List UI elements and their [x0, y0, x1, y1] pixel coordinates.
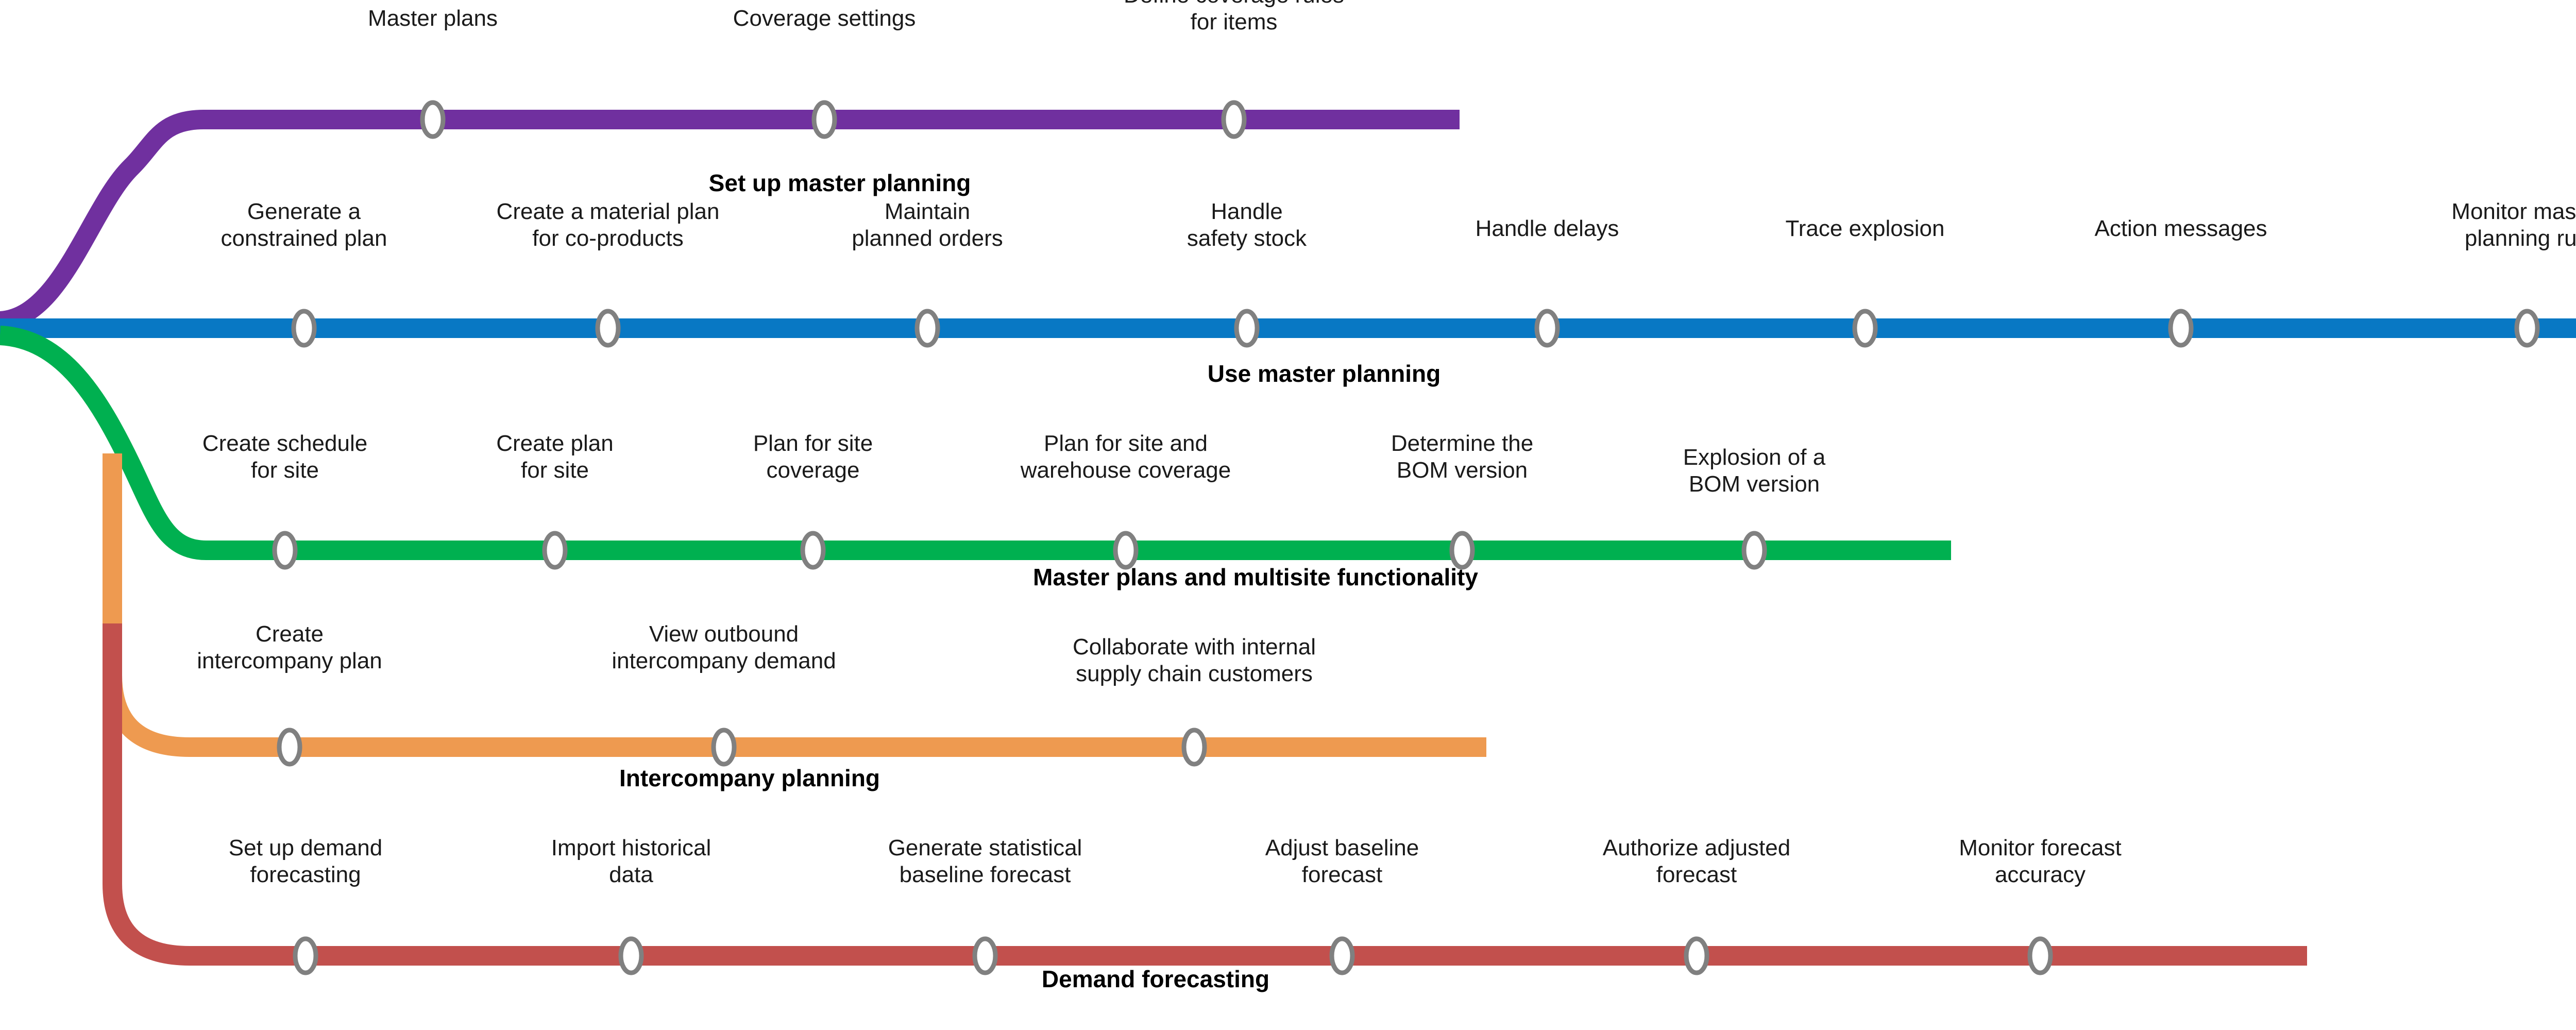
node-hotspot[interactable]: [1683, 937, 1710, 975]
node-hotspot[interactable]: [971, 937, 999, 975]
node-label[interactable]: Trace explosion: [1785, 216, 1945, 241]
node-hotspot[interactable]: [1328, 937, 1356, 975]
nodes-group: [272, 100, 2540, 975]
node-hotspot[interactable]: [2167, 309, 2195, 347]
node-hotspot[interactable]: [1851, 309, 1879, 347]
node-label[interactable]: Maintain planned orders: [852, 199, 1003, 251]
track-title-set-up-master-planning: Set up master planning: [708, 170, 971, 196]
node-marker[interactable]: [277, 728, 302, 767]
node-marker[interactable]: [2027, 936, 2053, 975]
node-marker[interactable]: [542, 531, 568, 570]
node-hotspot[interactable]: [799, 531, 827, 569]
node-hotspot[interactable]: [710, 728, 738, 766]
node-hotspot[interactable]: [271, 531, 299, 569]
track-title-intercompany-planning: Intercompany planning: [619, 765, 880, 791]
node-label[interactable]: Coverage settings: [733, 6, 916, 31]
node-label[interactable]: Collaborate with internal supply chain c…: [1072, 634, 1316, 686]
node-label[interactable]: Action messages: [2094, 216, 2267, 241]
node-hotspot[interactable]: [419, 100, 447, 139]
node-hotspot[interactable]: [1740, 531, 1768, 569]
node-hotspot[interactable]: [2026, 937, 2054, 975]
node-label[interactable]: Create a material plan for co-products: [496, 199, 720, 251]
track-title-master-plans-and-multisite-functionality: Master plans and multisite functionality: [1033, 564, 1478, 590]
node-marker[interactable]: [1234, 309, 1260, 348]
node-marker[interactable]: [972, 936, 998, 975]
track-line-master-plans-and-multisite-functionality[interactable]: [0, 326, 1951, 560]
node-marker[interactable]: [272, 531, 298, 570]
node-marker[interactable]: [1449, 531, 1475, 570]
node-marker[interactable]: [800, 531, 826, 570]
node-marker[interactable]: [1534, 309, 1560, 348]
node-hotspot[interactable]: [1220, 100, 1248, 139]
node-hotspot[interactable]: [1533, 309, 1561, 347]
node-label[interactable]: Import historical data: [551, 835, 711, 887]
node-marker[interactable]: [1684, 936, 1709, 975]
track-line-intercompany-planning[interactable]: [103, 453, 1486, 757]
node-marker[interactable]: [1221, 100, 1247, 139]
node-hotspot[interactable]: [2513, 309, 2541, 347]
node-label[interactable]: Create schedule for site: [202, 431, 368, 483]
node-marker[interactable]: [595, 309, 621, 348]
node-hotspot[interactable]: [594, 309, 622, 347]
node-label[interactable]: Create intercompany plan: [197, 621, 382, 673]
track-title-demand-forecasting: Demand forecasting: [1041, 966, 1270, 992]
node-hotspot[interactable]: [810, 100, 838, 139]
node-hotspot[interactable]: [292, 937, 319, 975]
node-marker[interactable]: [2514, 309, 2540, 348]
track-line-demand-forecasting[interactable]: [103, 623, 2307, 966]
node-label[interactable]: Determine the BOM version: [1391, 431, 1534, 483]
node-marker[interactable]: [291, 309, 317, 348]
node-label[interactable]: Handle safety stock: [1187, 199, 1307, 251]
node-marker[interactable]: [811, 100, 837, 139]
node-hotspot[interactable]: [617, 937, 645, 975]
node-label[interactable]: Monitor forecast accuracy: [1959, 835, 2122, 887]
node-label[interactable]: Create plan for site: [496, 431, 614, 483]
node-label[interactable]: Plan for site coverage: [753, 431, 873, 483]
node-marker[interactable]: [1113, 531, 1139, 570]
node-label[interactable]: View outbound intercompany demand: [612, 621, 836, 673]
node-label[interactable]: Define coverage rules for items: [1124, 0, 1344, 35]
node-marker[interactable]: [1329, 936, 1355, 975]
node-hotspot[interactable]: [276, 728, 303, 766]
node-label[interactable]: Generate statistical baseline forecast: [888, 835, 1082, 887]
node-label[interactable]: Handle delays: [1475, 216, 1619, 241]
node-hotspot[interactable]: [290, 309, 318, 347]
node-marker[interactable]: [1852, 309, 1878, 348]
node-hotspot[interactable]: [1233, 309, 1261, 347]
node-marker[interactable]: [914, 309, 940, 348]
node-marker[interactable]: [618, 936, 644, 975]
node-marker[interactable]: [1741, 531, 1767, 570]
node-marker[interactable]: [420, 100, 446, 139]
node-marker[interactable]: [711, 728, 737, 767]
node-label[interactable]: Authorize adjusted forecast: [1602, 835, 1791, 887]
node-marker[interactable]: [2168, 309, 2194, 348]
node-label[interactable]: Monitor master planning run: [2451, 199, 2576, 251]
node-marker[interactable]: [1181, 728, 1207, 767]
node-label[interactable]: Generate a constrained plan: [221, 199, 387, 251]
node-hotspot[interactable]: [913, 309, 941, 347]
node-label[interactable]: Explosion of a BOM version: [1683, 445, 1826, 497]
node-marker[interactable]: [293, 936, 318, 975]
node-label[interactable]: Plan for site and warehouse coverage: [1020, 431, 1231, 483]
track-line-set-up-master-planning[interactable]: [0, 110, 1460, 331]
node-hotspot[interactable]: [541, 531, 569, 569]
node-hotspot[interactable]: [1180, 728, 1208, 766]
node-label[interactable]: Adjust baseline forecast: [1265, 835, 1419, 887]
track-title-use-master-planning: Use master planning: [1207, 360, 1441, 387]
node-label[interactable]: Set up demand forecasting: [228, 835, 383, 887]
node-label[interactable]: Master plans: [368, 6, 498, 31]
lines-group: [0, 110, 2576, 966]
